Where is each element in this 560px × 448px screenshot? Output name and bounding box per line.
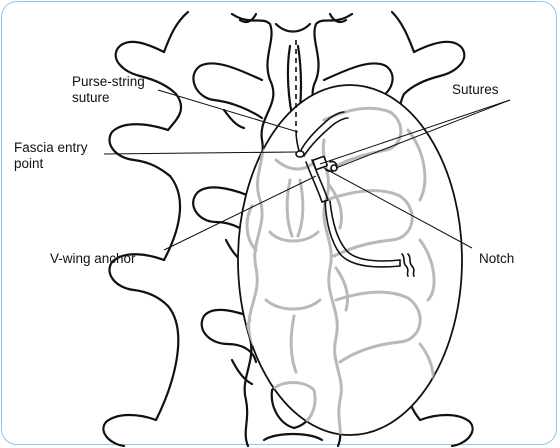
label-notch: Notch — [479, 251, 514, 267]
label-fascia-entry-point: Fascia entry point — [14, 140, 88, 172]
label-purse-string-line2: suture — [72, 90, 145, 106]
label-purse-string-suture: Purse-string suture — [72, 74, 145, 106]
label-purse-string-line1: Purse-string — [72, 74, 145, 90]
label-fascia-entry-line2: point — [14, 156, 88, 172]
label-fascia-entry-line1: Fascia entry — [14, 140, 88, 156]
implant-pouch-outline — [238, 85, 462, 435]
leader-purse-string — [158, 90, 298, 132]
label-sutures: Sutures — [452, 82, 499, 98]
label-v-wing-anchor: V-wing anchor — [50, 251, 136, 267]
